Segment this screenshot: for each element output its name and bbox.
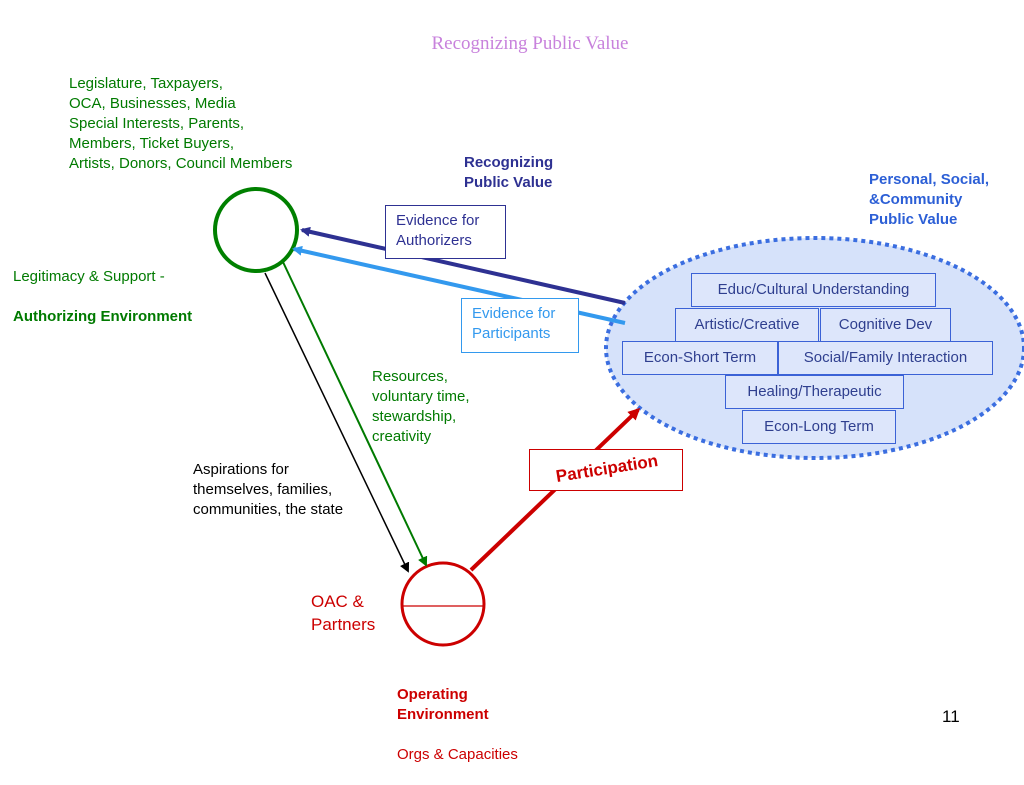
- authorizing-circle: [213, 187, 299, 273]
- participation-label: Participation: [554, 451, 660, 486]
- value-box-cognitive: Cognitive Dev: [820, 308, 951, 342]
- operating-circle: [400, 561, 486, 647]
- authorizers-list: Legislature, Taxpayers, OCA, Businesses,…: [69, 75, 293, 172]
- oac-partners-label: OAC & Partners: [311, 592, 376, 634]
- aspirations-label: Aspirations for themselves, families, co…: [193, 461, 344, 518]
- operating-environment-label: Operating Environment Orgs & Capacities: [397, 665, 518, 785]
- evidence-participants-box: Evidence for Participants: [461, 298, 579, 353]
- legitimacy-line: Legitimacy & Support -: [13, 268, 165, 285]
- operating-environment-title: Operating Environment: [397, 686, 489, 723]
- evidence-authorizers-box: Evidence for Authorizers: [385, 205, 506, 259]
- value-box-econ-short: Econ-Short Term: [622, 341, 778, 375]
- legitimacy-label: Legitimacy & Support - Authorizing Envir…: [13, 247, 192, 347]
- page-number: 11: [942, 707, 960, 726]
- value-box-econ-long: Econ-Long Term: [742, 410, 896, 444]
- recognizing-public-value-label: Recognizing Public Value: [464, 154, 554, 191]
- authorizing-environment-label: Authorizing Environment: [13, 308, 193, 325]
- value-box-social: Social/Family Interaction: [778, 341, 993, 375]
- recognizing-arrow: [300, 226, 626, 305]
- participation-box: Participation: [529, 449, 683, 491]
- aspirations-arrow: [264, 272, 410, 573]
- orgs-capacities-label: Orgs & Capacities: [397, 746, 518, 763]
- value-box-educ: Educ/Cultural Understanding: [691, 273, 936, 307]
- value-box-healing: Healing/Therapeutic: [725, 375, 904, 409]
- value-box-artistic: Artistic/Creative: [675, 308, 819, 342]
- public-value-label: Personal, Social, &Community Public Valu…: [869, 171, 990, 228]
- slide-title: Recognizing Public Value: [431, 33, 629, 54]
- resources-label: Resources, voluntary time, stewardship, …: [372, 368, 470, 445]
- resources-arrow: [282, 261, 428, 567]
